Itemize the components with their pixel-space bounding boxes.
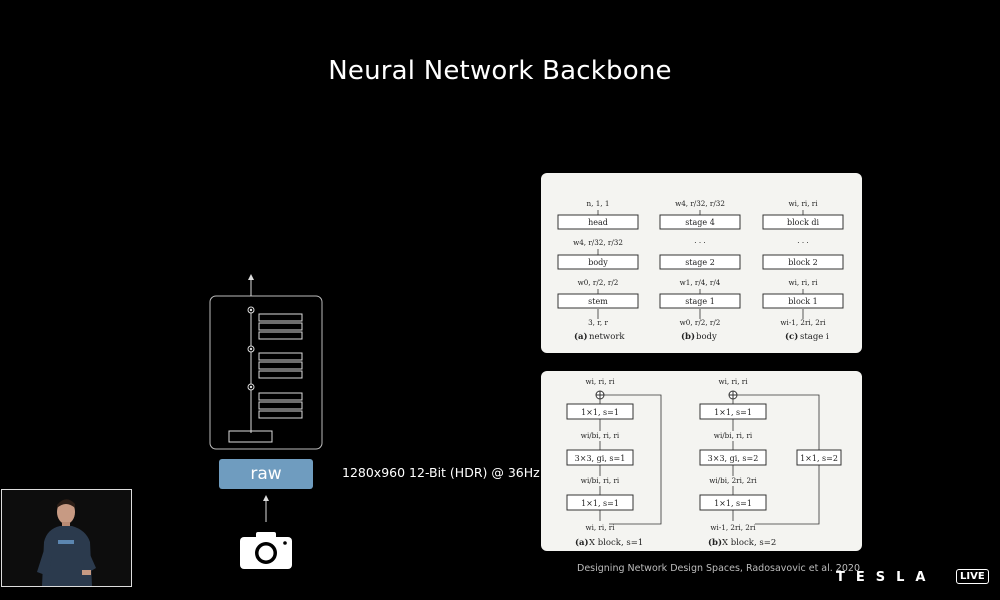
- backbone-diagram: [209, 274, 323, 450]
- svg-text:(b): (b): [708, 537, 722, 548]
- svg-text:stage 4: stage 4: [685, 218, 715, 227]
- svg-text:· · ·: · · ·: [694, 238, 705, 247]
- svg-text:1×1, s=1: 1×1, s=1: [581, 499, 619, 508]
- slide-title: Neural Network Backbone: [328, 56, 672, 86]
- svg-text:· · ·: · · ·: [797, 238, 808, 247]
- x-block-s2: wi, ri, ri 1×1, s=1 wi/bi, ri, ri 3×3, g…: [699, 377, 842, 548]
- svg-text:3×3, gi, s=2: 3×3, gi, s=2: [708, 454, 759, 463]
- svg-text:wi, ri, ri: wi, ri, ri: [718, 377, 748, 386]
- svg-text:stem: stem: [588, 297, 608, 306]
- tesla-logo: TESLA: [836, 570, 937, 585]
- camera-arrow: [263, 495, 269, 522]
- svg-text:3, r, r: 3, r, r: [588, 318, 608, 327]
- svg-text:w0, r/2, r/2: w0, r/2, r/2: [680, 318, 721, 327]
- stage-column: wi, ri, ri block di · · · block 2 wi, ri…: [762, 199, 844, 342]
- svg-text:head: head: [588, 218, 608, 227]
- svg-text:wi-1, 2ri, 2ri: wi-1, 2ri, 2ri: [780, 318, 826, 327]
- svg-text:X block, s=2: X block, s=2: [722, 538, 776, 548]
- x-block-s1: wi, ri, ri 1×1, s=1 wi/bi, ri, ri 3×3, g…: [566, 377, 662, 548]
- design-space-figure-bottom: wi, ri, ri 1×1, s=1 wi/bi, ri, ri 3×3, g…: [541, 371, 862, 551]
- svg-text:stage 1: stage 1: [685, 297, 715, 306]
- svg-text:wi/bi, 2ri, 2ri: wi/bi, 2ri, 2ri: [709, 476, 757, 485]
- svg-text:(b): (b): [681, 331, 695, 342]
- svg-text:stage i: stage i: [800, 332, 829, 342]
- body-column: w4, r/32, r/32 stage 4 · · · stage 2 w1,…: [659, 199, 741, 342]
- svg-text:1×1, s=1: 1×1, s=1: [581, 408, 619, 417]
- svg-text:body: body: [696, 332, 717, 342]
- svg-text:w4, r/32, r/32: w4, r/32, r/32: [573, 238, 623, 247]
- svg-text:wi, ri, ri: wi, ri, ri: [585, 377, 615, 386]
- design-space-figure-top: n, 1, 1 head w4, r/32, r/32 body w0, r/2…: [541, 173, 862, 353]
- network-top-label: n, 1, 1: [587, 199, 610, 208]
- svg-text:(a): (a): [575, 537, 589, 548]
- svg-text:w0, r/2, r/2: w0, r/2, r/2: [578, 278, 619, 287]
- live-badge: LIVE: [956, 569, 989, 584]
- svg-text:wi, ri, ri: wi, ri, ri: [585, 523, 615, 532]
- svg-text:wi/bi, ri, ri: wi/bi, ri, ri: [714, 431, 753, 440]
- speaker-video-thumbnail: [1, 489, 132, 587]
- svg-text:wi/bi, ri, ri: wi/bi, ri, ri: [581, 476, 620, 485]
- svg-text:body: body: [588, 258, 608, 267]
- svg-text:block 1: block 1: [788, 297, 817, 306]
- raw-input-box: raw: [219, 459, 313, 489]
- citation-text: Designing Network Design Spaces, Radosav…: [577, 563, 860, 574]
- svg-text:wi, ri, ri: wi, ri, ri: [788, 199, 818, 208]
- svg-text:(a): (a): [574, 331, 588, 342]
- sensor-spec-text: 1280x960 12-Bit (HDR) @ 36Hz: [342, 465, 540, 480]
- svg-text:3×3, gi, s=1: 3×3, gi, s=1: [575, 454, 626, 463]
- svg-text:wi/bi, ri, ri: wi/bi, ri, ri: [581, 431, 620, 440]
- svg-text:stage 2: stage 2: [685, 258, 715, 267]
- svg-text:1×1, s=2: 1×1, s=2: [800, 454, 838, 463]
- svg-text:w4, r/32, r/32: w4, r/32, r/32: [675, 199, 725, 208]
- svg-text:w1, r/4, r/4: w1, r/4, r/4: [680, 278, 721, 287]
- svg-text:block di: block di: [787, 218, 819, 227]
- svg-text:block 2: block 2: [788, 258, 817, 267]
- svg-text:wi, ri, ri: wi, ri, ri: [788, 278, 818, 287]
- svg-text:1×1, s=1: 1×1, s=1: [714, 408, 752, 417]
- network-column: n, 1, 1 head w4, r/32, r/32 body w0, r/2…: [557, 199, 639, 342]
- svg-text:1×1, s=1: 1×1, s=1: [714, 499, 752, 508]
- svg-text:wi-1, 2ri, 2ri: wi-1, 2ri, 2ri: [710, 523, 756, 532]
- svg-text:network: network: [589, 332, 625, 342]
- svg-text:(c): (c): [785, 331, 798, 342]
- svg-text:X block, s=1: X block, s=1: [589, 538, 643, 548]
- camera-icon: [240, 532, 292, 569]
